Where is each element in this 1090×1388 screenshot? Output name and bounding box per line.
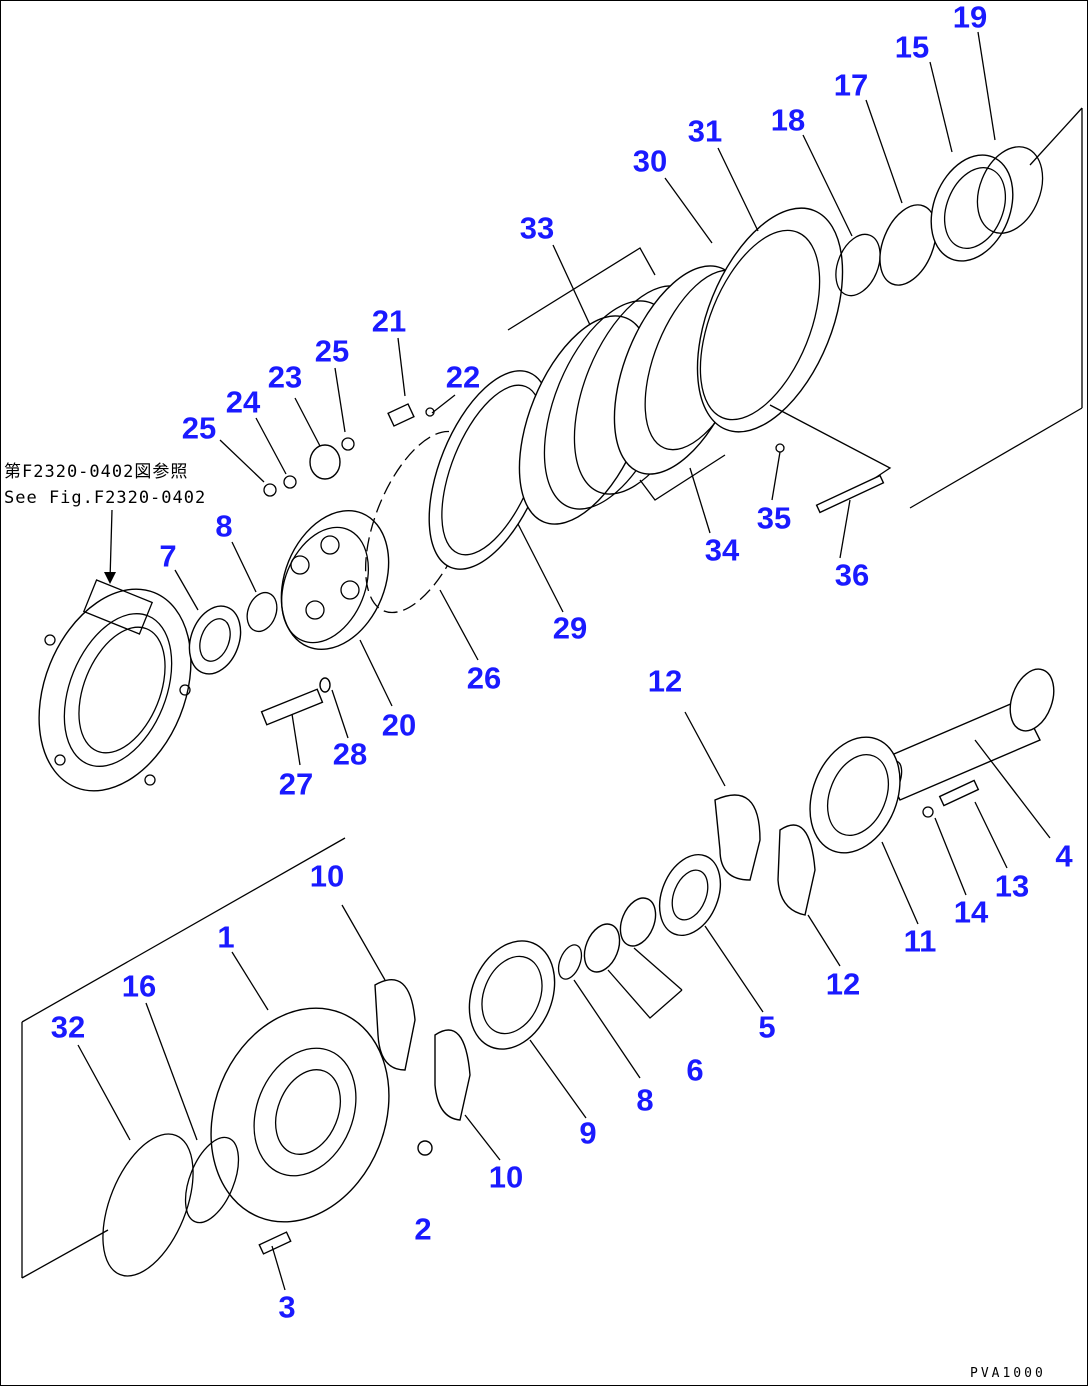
callout-11[interactable]: 11 — [903, 923, 937, 959]
callout-21[interactable]: 21 — [371, 303, 407, 339]
part-case-upper-left — [38, 579, 192, 792]
callout-12-upper[interactable]: 12 — [647, 663, 683, 699]
figure-id: PVA1000 — [970, 1366, 1046, 1381]
parts-5-6-8-lower — [557, 853, 722, 980]
callout-14[interactable]: 14 — [953, 894, 989, 930]
part-12-seal-halves — [714, 794, 816, 916]
callout-33[interactable]: 33 — [519, 210, 555, 246]
callout-5[interactable]: 5 — [758, 1009, 776, 1045]
callout-18[interactable]: 18 — [770, 102, 806, 138]
parts-15-19-rings — [835, 146, 1044, 297]
assembly-outline-lines — [21, 107, 1083, 1279]
part-7-bearing — [188, 605, 242, 675]
part-20-carrier — [280, 509, 390, 651]
callout-19[interactable]: 19 — [952, 0, 988, 35]
callout-13[interactable]: 13 — [994, 868, 1030, 904]
callout-15[interactable]: 15 — [894, 29, 930, 65]
parts-21-25-small — [263, 403, 435, 497]
callout-23[interactable]: 23 — [267, 359, 303, 395]
part-4-shaft — [877, 668, 1055, 801]
callout-12-lower[interactable]: 12 — [825, 966, 861, 1002]
callout-8-upper[interactable]: 8 — [215, 508, 233, 544]
callout-25-top[interactable]: 25 — [314, 333, 350, 369]
callout-30[interactable]: 30 — [632, 143, 668, 179]
callout-34[interactable]: 34 — [704, 532, 740, 568]
callout-32[interactable]: 32 — [50, 1009, 86, 1045]
callout-27[interactable]: 27 — [278, 766, 314, 802]
callout-10-upper[interactable]: 10 — [309, 858, 345, 894]
callout-1[interactable]: 1 — [217, 919, 235, 955]
callout-2[interactable]: 2 — [414, 1211, 432, 1247]
part-1-housing — [210, 1007, 433, 1255]
callout-17[interactable]: 17 — [833, 67, 869, 103]
leader-lines — [77, 31, 1051, 1291]
callout-29[interactable]: 29 — [552, 610, 588, 646]
callout-6[interactable]: 6 — [686, 1052, 704, 1088]
callout-20[interactable]: 20 — [381, 707, 417, 743]
callout-22[interactable]: 22 — [445, 359, 481, 395]
reference-note-en: See Fig.F2320-0402 — [4, 488, 207, 508]
callout-35[interactable]: 35 — [756, 500, 792, 536]
reference-note-jp: 第F2320-0402図参照 — [4, 462, 189, 482]
parts-16-32-o-rings — [102, 1133, 240, 1277]
callout-7[interactable]: 7 — [159, 538, 177, 574]
callout-28[interactable]: 28 — [332, 736, 368, 772]
part-9-retainer — [468, 940, 556, 1050]
callout-3[interactable]: 3 — [278, 1289, 296, 1325]
callout-25-bottom[interactable]: 25 — [181, 410, 217, 446]
callout-10-lower[interactable]: 10 — [488, 1159, 524, 1195]
part-8-snap-ring-upper — [246, 591, 278, 633]
part-33-34-disc-pack — [507, 247, 756, 525]
part-27-bolt — [260, 677, 331, 726]
callout-4[interactable]: 4 — [1055, 838, 1073, 874]
callout-31[interactable]: 31 — [687, 113, 723, 149]
callout-26[interactable]: 26 — [466, 660, 502, 696]
callout-36[interactable]: 36 — [834, 557, 870, 593]
part-11-cover — [809, 736, 980, 854]
part-30-31-piston — [696, 207, 844, 433]
callout-16[interactable]: 16 — [121, 968, 157, 1004]
callout-8-lower[interactable]: 8 — [636, 1082, 654, 1118]
callout-24[interactable]: 24 — [225, 384, 261, 420]
callout-9[interactable]: 9 — [579, 1115, 597, 1151]
part-10-seal-halves — [374, 979, 471, 1121]
part-29-ring-gear — [428, 370, 552, 570]
parts-35-36-pins — [769, 404, 892, 514]
